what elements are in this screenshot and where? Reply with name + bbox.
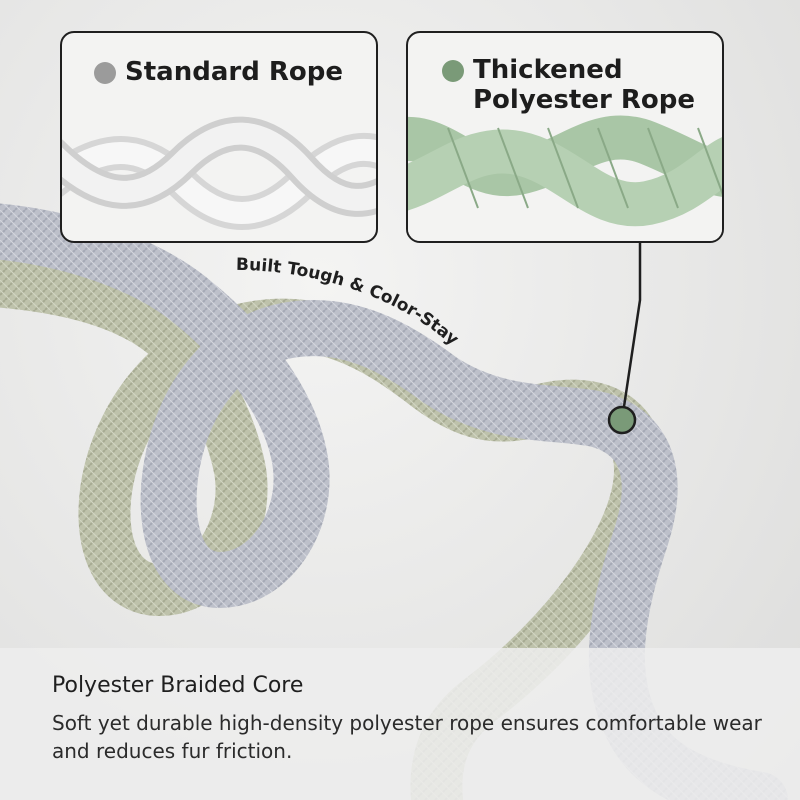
bottom-description: Soft yet durable high-density polyester …: [52, 711, 762, 763]
standard-rope-twist: [62, 116, 376, 230]
bottom-heading: Polyester Braided Core: [52, 673, 304, 698]
arc-caption: Built Tough & Color-Stay: [236, 255, 463, 350]
green-dot-icon: [442, 60, 464, 82]
thickened-rope-label-line1: Thickened: [473, 55, 623, 85]
standard-rope-callout: Standard Rope: [60, 31, 378, 243]
pointer-dot: [607, 405, 637, 435]
gray-rope: [0, 203, 788, 800]
thickened-rope-callout: Thickened Polyester Rope: [406, 31, 724, 243]
standard-rope-label: Standard Rope: [125, 57, 343, 87]
svg-text:Built Tough & Color-Stay: Built Tough & Color-Stay: [236, 255, 463, 350]
bottom-info-panel: [0, 648, 800, 800]
thickened-rope-label-line2: Polyester Rope: [473, 85, 695, 115]
pointer-line: [620, 243, 642, 421]
thickened-rope-twist: [408, 115, 722, 241]
gray-dot-icon: [94, 62, 116, 84]
